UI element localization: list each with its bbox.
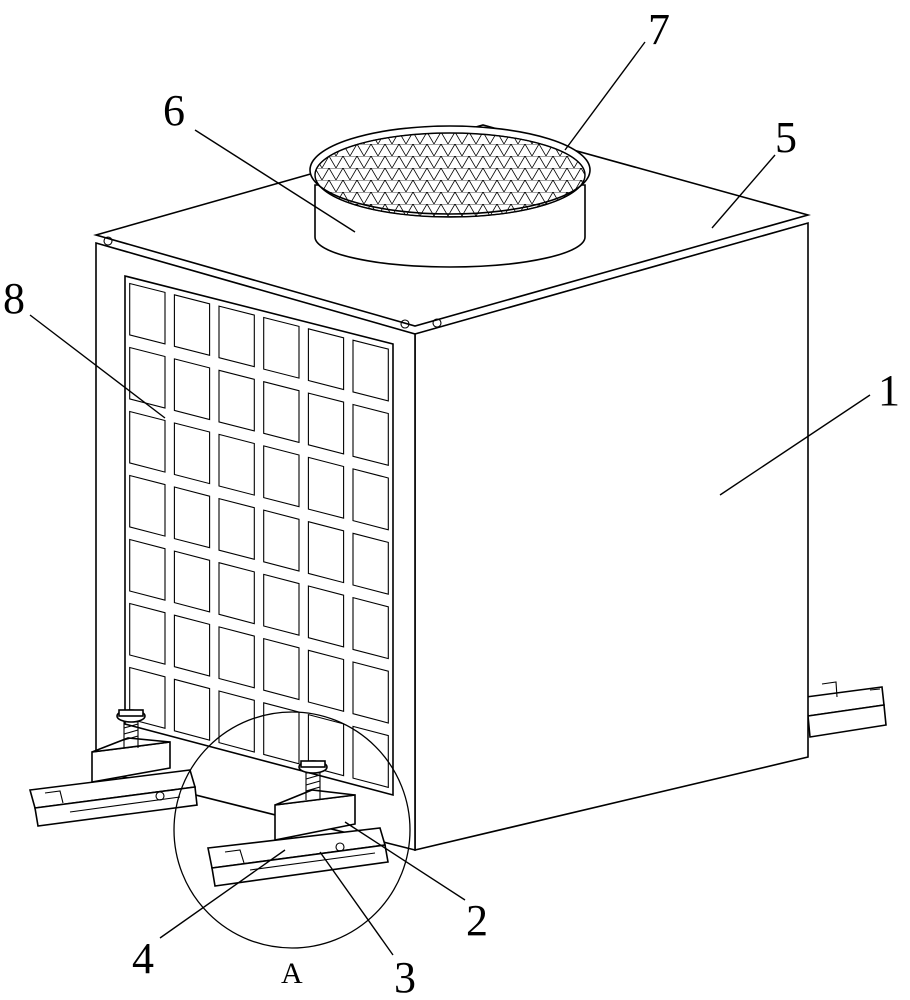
housing-right-face [414,221,809,852]
left-mount-assembly [28,709,198,827]
label-4: 4 [132,934,154,983]
label-6: 6 [163,86,185,135]
grille-cell [129,474,166,537]
grille-cell [173,422,211,485]
grille-cell [307,520,345,584]
grille-cell [307,649,345,713]
grille-cells [129,282,389,789]
grille-cell [307,585,345,648]
grille-frame [124,274,394,797]
grille-cell [218,433,255,496]
grille-cell [307,456,345,519]
grille-cell [173,678,211,741]
grille-cell [173,294,211,357]
grille-cell [129,602,166,665]
grille-cell [173,614,211,677]
grille-cell [218,305,255,368]
label-5: 5 [775,113,797,162]
grille-cell [263,380,300,444]
grille-cell [129,538,166,601]
label-7: 7 [648,5,670,54]
front-mount-assembly [207,760,389,887]
label-3: 3 [394,953,416,1000]
grille-cell [307,328,345,391]
grille-cell [352,339,389,402]
grille-cell [218,561,255,625]
grille-cell [352,468,389,531]
grille-cell [218,690,255,753]
label-1: 1 [878,366,900,415]
grille-cell [263,509,300,572]
grille-cell [129,346,166,409]
detail-circle [173,711,411,949]
grille-cell [263,573,300,636]
grille-cell [129,410,166,473]
grille-cell [307,713,345,777]
grille-cell [173,550,211,613]
label-detail-a: A [281,957,303,990]
housing-front-face [95,241,416,852]
grille-cell [352,403,389,467]
grille-cell [173,486,211,549]
leader-lines [29,41,871,956]
label-2: 2 [466,896,488,945]
grille-cell [263,445,300,508]
grille-cell [263,316,300,379]
grille-cell [129,666,166,730]
grille-cell [173,358,211,421]
grille-cell [307,392,345,455]
grille-cell [352,596,389,660]
rear-right-rail [805,681,887,738]
grille-cell [129,282,166,345]
grille-cell [218,497,255,561]
grille-cell [352,725,389,789]
grille-cell [218,626,255,689]
grille-cell [263,637,300,701]
label-8: 8 [3,274,25,323]
grille-cell [352,532,389,595]
grille-cell [218,369,255,432]
grille-cell [263,702,300,765]
mesh-grid [314,132,586,218]
fan-guard [309,125,591,268]
grille-cell [352,661,389,724]
